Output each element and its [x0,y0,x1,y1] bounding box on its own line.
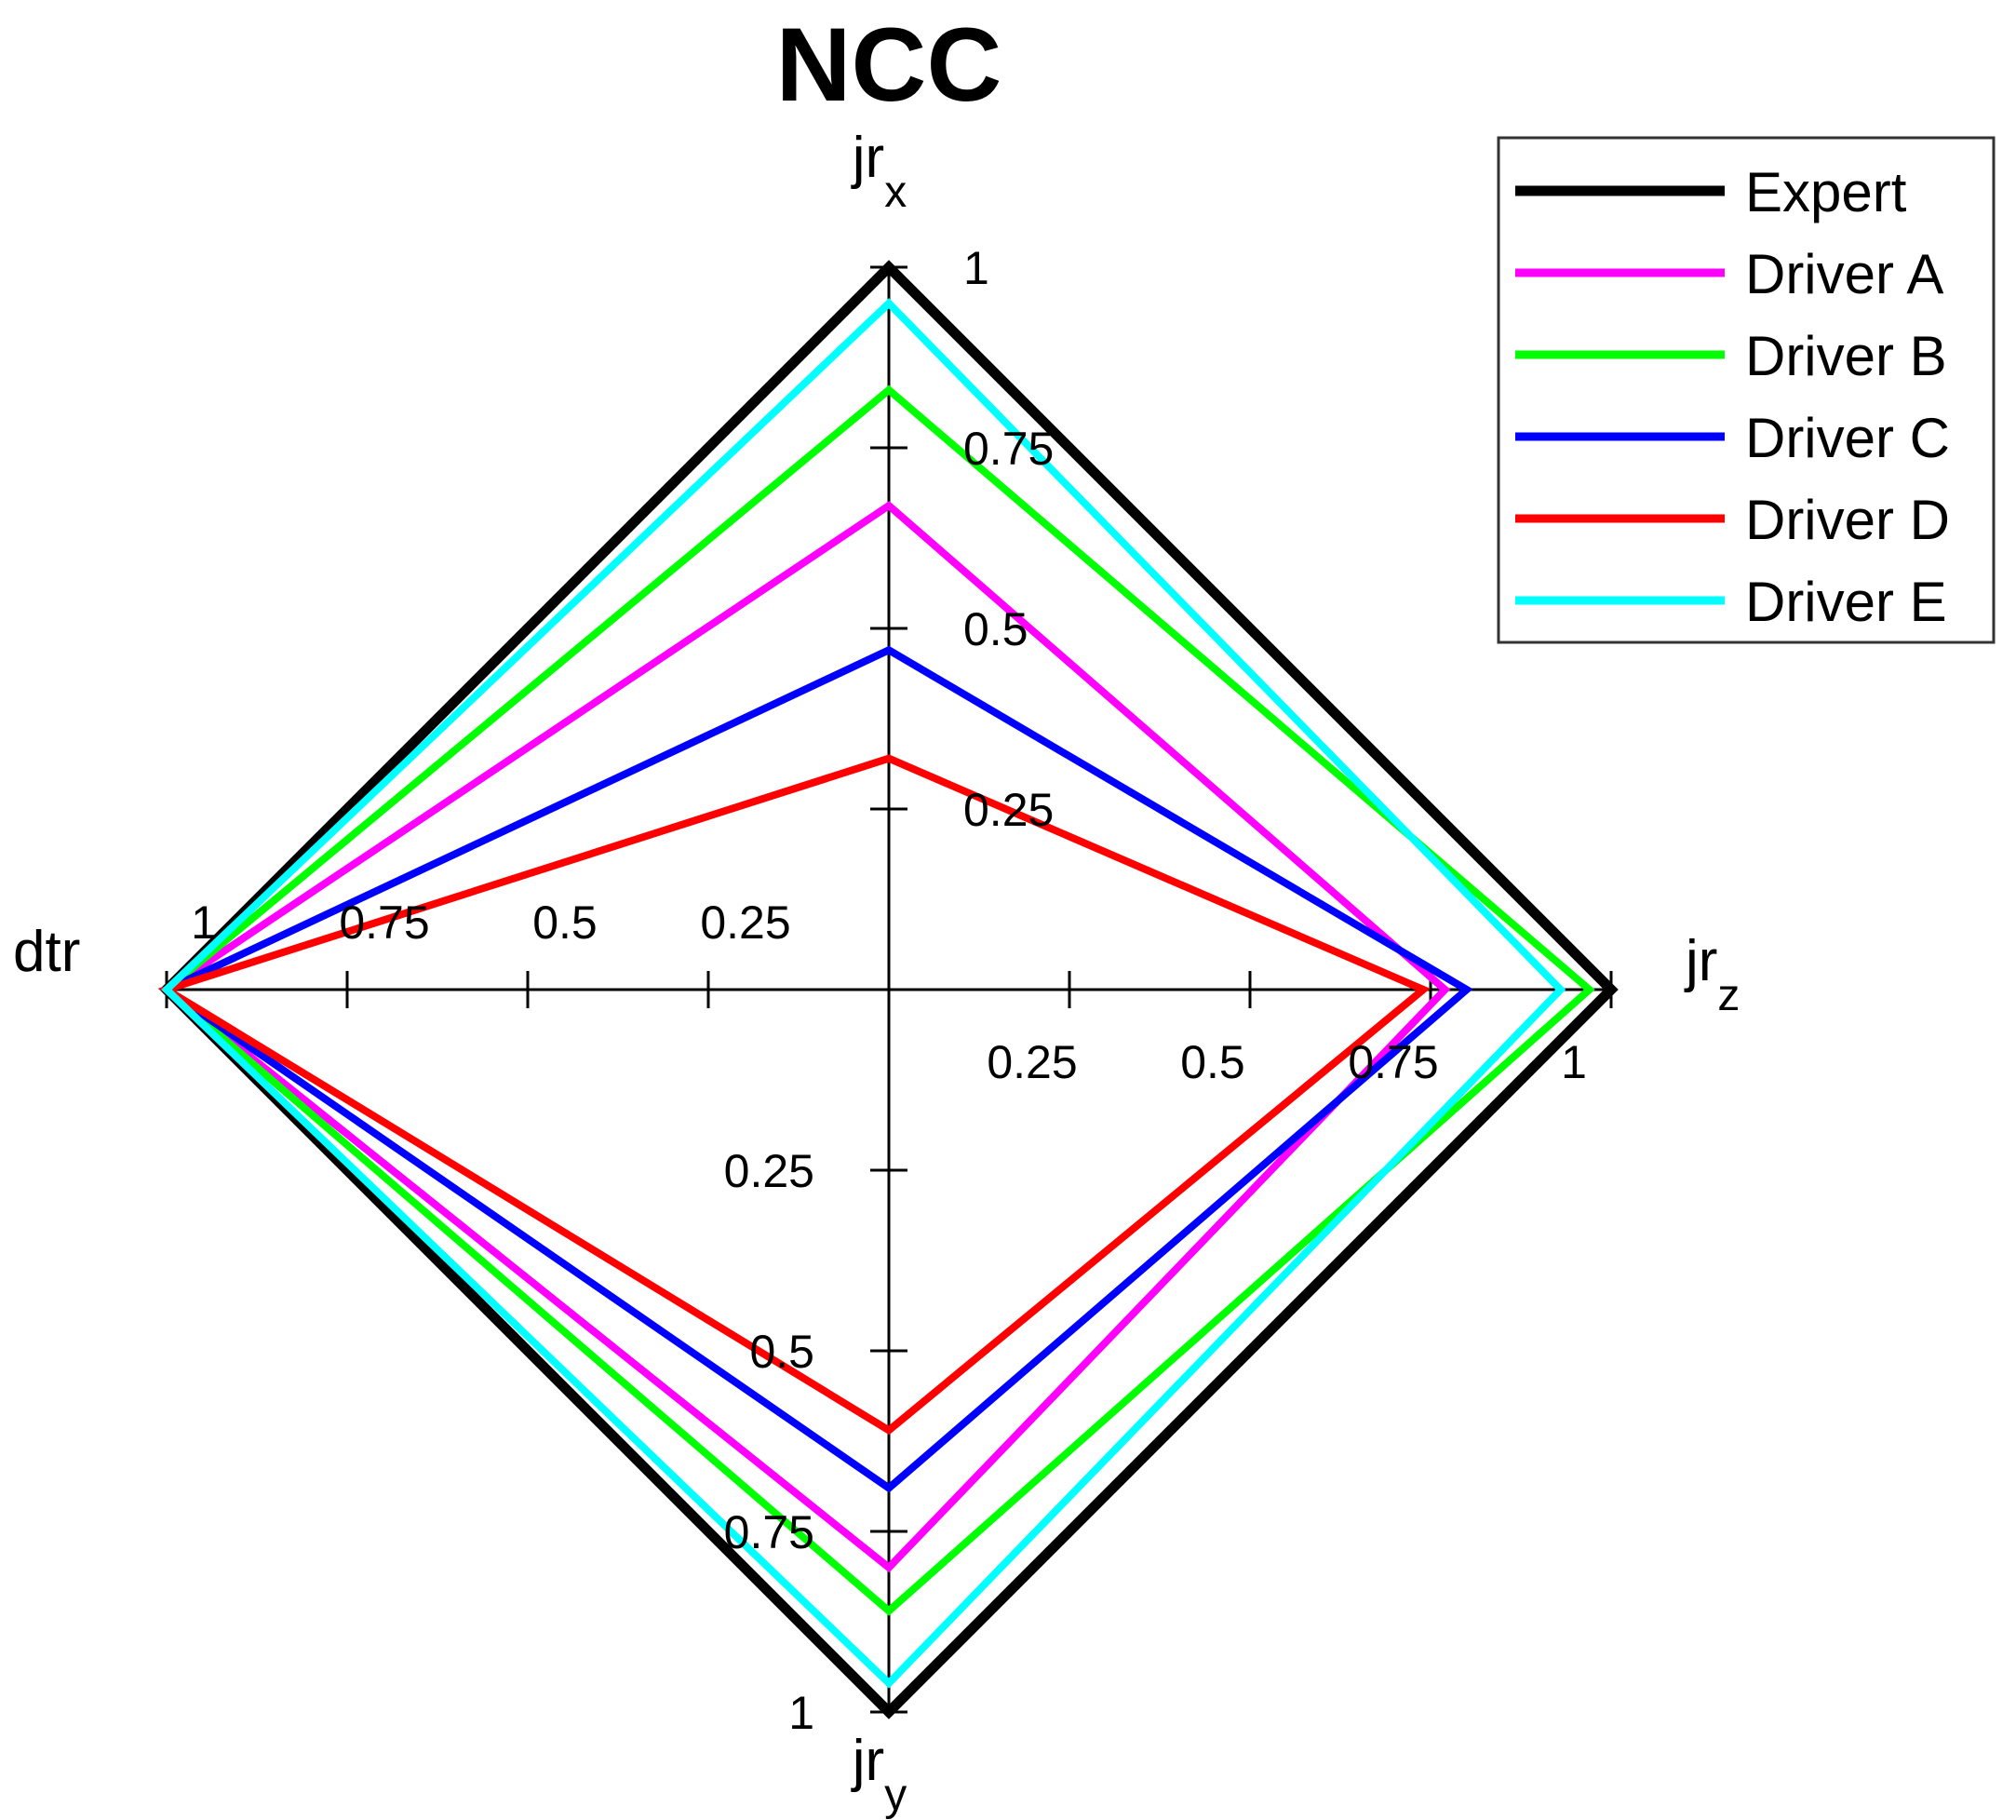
tick-label: 0.5 [1180,1036,1245,1088]
legend-box [1497,136,1996,644]
series-driver-b [160,384,1595,1616]
series-driver-d [157,754,1431,1436]
series-lines [157,260,1619,1719]
legend-label: Driver A [1745,243,1943,305]
legend-label: Expert [1745,161,1907,223]
series-driver-e [161,298,1566,1689]
legend-label: Driver D [1745,489,1950,551]
tick-label: 0.75 [1348,1036,1438,1088]
axis-label-jry: jry [851,1729,907,1820]
series-expert [159,260,1619,1719]
tick-label: 0.75 [963,423,1054,475]
tick-label: 0.75 [339,897,429,949]
legend-item: Driver E [1515,571,1947,633]
legend-item: Driver C [1515,407,1950,469]
legend-item: Driver D [1515,489,1950,551]
series-driver-a [160,501,1451,1573]
legend-item: Driver B [1515,325,1947,387]
tick-label: 0.25 [987,1036,1077,1088]
legend-label: Driver B [1745,325,1947,387]
tick-label: 0.25 [963,784,1054,836]
tick-label: 0.5 [963,603,1028,655]
chart-title: NCC [776,7,1002,123]
legend-label: Driver C [1745,407,1950,469]
tick-label: 1 [191,897,217,949]
tick-label: 1 [963,242,989,294]
tick-label: 1 [788,1687,814,1739]
tick-label: 0.75 [724,1506,814,1558]
legend-item: Driver A [1515,243,1943,305]
tick-label: 0.25 [700,897,790,949]
axes [165,265,1613,1714]
axis-labels: 0.25 0.5 0.75 1 0.25 0.5 0.75 1 0.25 0.5 0.75 1 0.25… [13,126,1740,1820]
series-driver-c [158,645,1473,1493]
legend-label: Driver E [1745,571,1947,633]
tick-label: 0.5 [532,897,598,949]
axis-label-jrz: jrz [1684,929,1740,1020]
axis-label-jrx: jrx [851,126,907,217]
tick-label: 0.5 [749,1326,814,1378]
axis-label-dtr: dtr [13,920,80,984]
tick-label: 1 [1561,1036,1587,1088]
tick-label: 0.25 [724,1145,814,1197]
legend-item: Expert [1515,161,1907,223]
